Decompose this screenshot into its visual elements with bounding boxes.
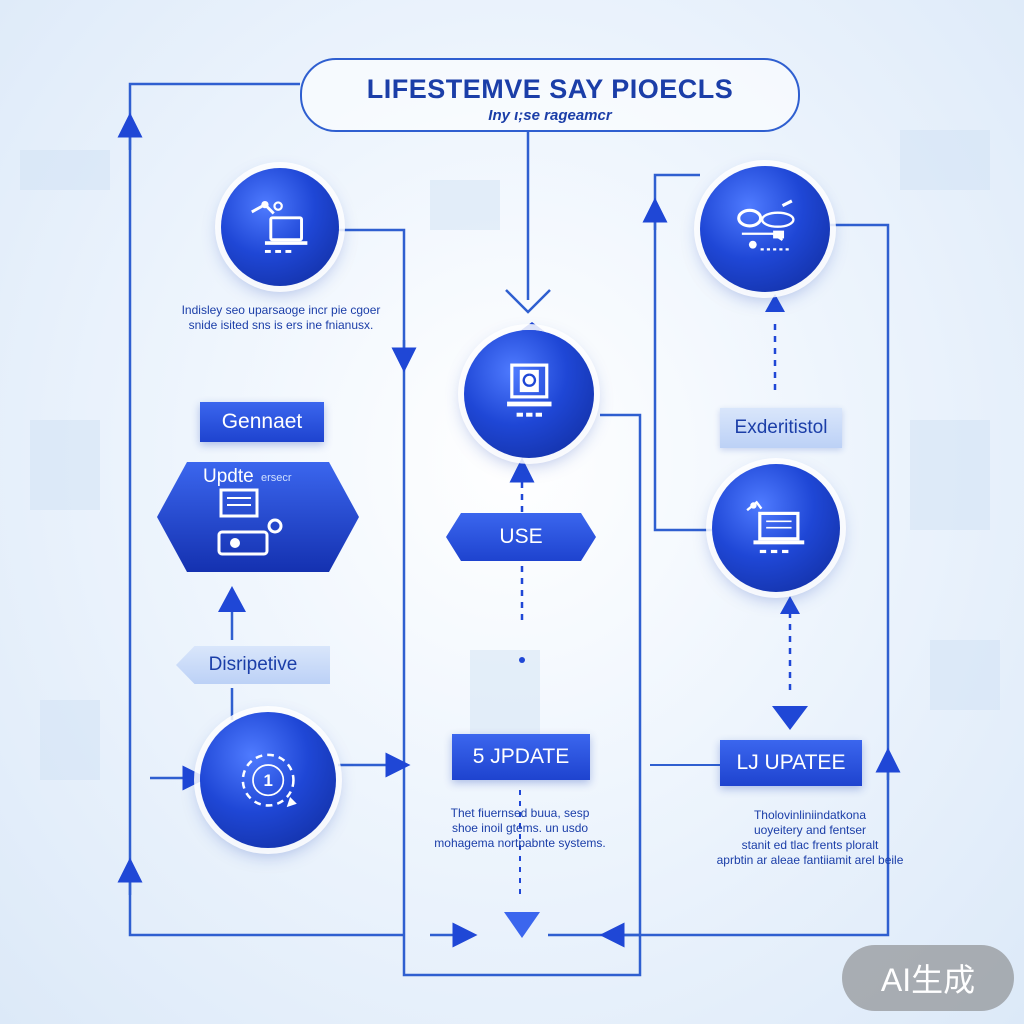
caption-bottom-center: Thet fiuernsed buua, sesp shoe inoil gte… [400,806,640,851]
node-top-left[interactable] [221,168,339,286]
hex-subtitle: ersecr [261,472,292,484]
caption-bottom-right: Tholovinliniindatkona uoyeitery and fent… [678,808,942,868]
laptop-tool-icon [746,500,805,554]
node-top-right[interactable] [700,166,830,292]
caption-line: aprbtin ar aleae fantiiamit arel beile [716,853,904,867]
label-use[interactable]: USE [446,513,596,561]
cycle-one-icon: 1 [241,753,297,807]
monitor-document-icon [506,363,552,418]
diagram-subtitle: Iny ι;se ragеamcr [488,107,612,124]
diagram-title: LIFESTEMVE SAY PIOECLS [366,74,734,104]
hexagon-shape [157,462,359,572]
label-disripetive[interactable]: Disripetive [176,646,330,684]
caption-line: Tholovinliniindatkona [753,808,867,822]
laptop-robot-arm-icon [251,201,308,254]
svg-text:1: 1 [263,771,272,790]
caption-line: Thet fiuernsed buua, sesp [450,806,590,820]
title-box: LIFESTEMVE SAY PIOECLS Iny ι;se ragеamcr [300,58,800,132]
caption-top-left: Indisley seo uparsaoge incr pie cgoer sn… [150,303,412,333]
label-exderitistol[interactable]: Exderitistol [720,408,842,448]
label-upatee[interactable]: LJ UPATEE [720,740,862,786]
label-gennaet[interactable]: Gennaet [200,402,324,442]
caption-line: mohagema nortpabnte systems. [434,836,606,850]
update-hexagon[interactable]: Updte ersecr [155,460,361,574]
caption-line: uoyeitery and fentser [753,823,867,837]
node-bottom-left[interactable]: 1 [200,712,336,848]
caption-line: stanit ed tlac frents ploralt [741,838,879,852]
caption-line: shoe inoil gtems. un usdo [451,821,589,835]
caption-line: snide isited sns is ers ine fnianusx. [188,318,374,332]
hex-title: Updte [203,466,254,487]
label-jpdate[interactable]: 5 JPDATE [452,734,590,780]
node-center[interactable] [464,330,594,458]
caption-line: Indisley seo uparsaoge incr pie cgoer [181,303,381,317]
tools-cables-icon [736,199,795,251]
ai-generated-badge: AI生成 [842,945,1014,1011]
node-right-mid[interactable] [712,464,840,592]
